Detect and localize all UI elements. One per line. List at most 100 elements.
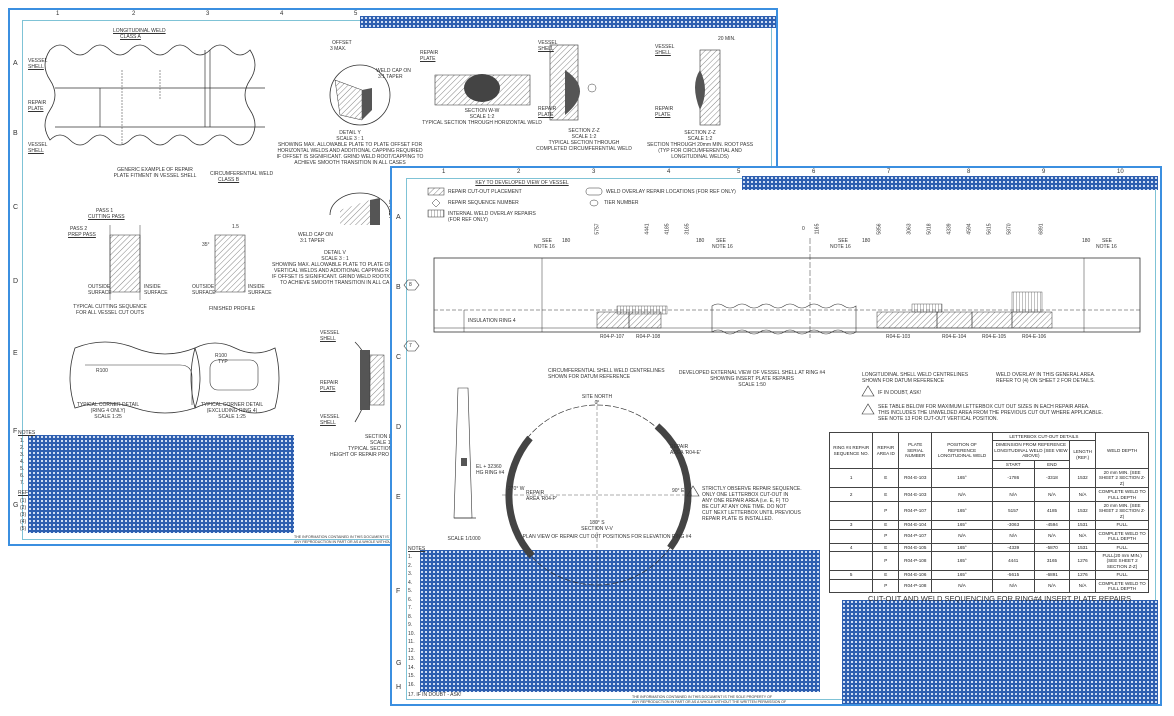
dim-label: 4339 <box>946 223 953 235</box>
caption-generic-2: PLATE FITMENT IN VESSEL SHELL <box>113 173 197 179</box>
note-strict-3: ANY ONE REPAIR AREA (i.e. E, F) TO <box>702 498 789 504</box>
see-note: NOTE 16 <box>712 244 733 250</box>
label-long-centrelines: LONGITUDINAL SHELL WELD CENTRELINES <box>862 372 969 378</box>
label-class-b: CLASS B <box>218 177 240 183</box>
table-cell-area: P <box>872 550 900 572</box>
note-number: 8. <box>408 613 413 620</box>
note-showing-3: IF OFFSET IS SIGNIFICANT. GRIND WELD ROO… <box>276 154 424 160</box>
label-outside: OUTSIDE <box>88 284 111 290</box>
table-cell-pos: 165° <box>931 570 993 580</box>
table-cell-area: E <box>872 542 900 552</box>
table-cell-start: -4339 <box>991 542 1035 552</box>
see-note: SEE <box>716 238 727 244</box>
warning-triangle-icon <box>861 385 875 397</box>
table-cell-depth: FULL <box>1095 520 1149 530</box>
table-cell-pos: 165° <box>931 468 993 489</box>
note-number: 1. <box>408 554 413 560</box>
confidentiality-note-2: ANY REPRODUCTION IN PART OR AS A WHOLE W… <box>294 540 443 544</box>
title-section-vv: SECTION V-V <box>581 526 613 532</box>
label-shell: SHELL <box>320 336 336 342</box>
vessel-shell-outline <box>44 44 256 146</box>
key-cutout-label: REPAIR CUT-OUT PLACEMENT <box>448 189 522 195</box>
see-note: NOTE 16 <box>1096 244 1117 250</box>
label-shell: SHELL <box>28 64 44 70</box>
label-pass-2: PASS 2 <box>70 226 88 232</box>
label-weld-overlay-area: WELD OVERLAY IN THIS GENERAL AREA. <box>996 372 1096 378</box>
label-weld-cap: WELD CAP ON <box>298 232 333 238</box>
table-cell-depth: FULL(20 mm MIN.) (SEE SHEET 2 SECTION Z-… <box>1095 550 1149 572</box>
label-repair-area-p: REPAIR <box>526 490 545 496</box>
table-cell-len: N/A <box>1069 487 1097 503</box>
title-detail-v: DETAIL V <box>324 250 346 256</box>
ref-item: (1) <box>20 498 27 504</box>
label-longitudinal-weld: LONGITUDINAL WELD <box>113 28 166 34</box>
desc-section-zz-2: COMPLETED CIRCUMFERENTIAL WELD <box>536 146 632 152</box>
th-serial: PLATE SERIAL NUMBER <box>898 431 933 470</box>
table-cell-depth: COMPLETE WELD TO FULL DEPTH <box>1095 578 1149 594</box>
note-number: 3. <box>408 571 413 577</box>
label-vessel: VESSEL <box>320 414 340 420</box>
label-0-deg: 0° <box>594 400 600 406</box>
label-270-deg: 270° W <box>508 486 525 492</box>
th-dimension: DIMENSION FROM REFERENCE LONGITUDINAL WE… <box>991 440 1071 461</box>
table-caption: CUT-OUT AND WELD SEQUENCING FOR RING#4 I… <box>868 594 1132 603</box>
label-site-north: SITE NORTH <box>581 394 613 400</box>
drawing-sheet-ring4-repairs: 1 2 3 4 5 6 7 8 9 10 A B C D E F G H <box>390 166 1162 706</box>
table-cell-start: 4441 <box>991 550 1035 572</box>
table-cell-pos: N/A <box>931 487 993 503</box>
note-v-4: TO ACHIEVE SMOOTH TRANSITION IN ALL CA <box>280 280 390 286</box>
table-cell-end: 4185 <box>1033 501 1071 522</box>
label-prep-pass: PREP PASS <box>68 232 96 238</box>
label-offset: OFFSET <box>332 40 352 46</box>
table-cell-pos: 165° <box>931 550 993 572</box>
dim-label: 4594 <box>966 223 973 235</box>
note-number: 10. <box>408 630 415 637</box>
table-cell-start: -1786 <box>991 468 1035 489</box>
dim-label: 3165 <box>684 223 691 235</box>
weld-overlay-area <box>711 303 857 335</box>
confidentiality-note-2: ANY REPRODUCTION IN PART OR AS A WHOLE W… <box>632 700 787 704</box>
th-letterbox: LETTERBOX CUT-OUT DETAILS <box>991 431 1097 442</box>
table-cell-end: -5870 <box>1033 542 1071 552</box>
note-v-3: IF OFFSET IS SIGNIFICANT. GRIND WELD ROO… <box>272 274 392 280</box>
subtitle-developed-view: SHOWING INSERT PLATE REPAIRS <box>710 376 794 382</box>
notes-title: NOTES <box>18 430 36 436</box>
warning-see-table-3: SEE NOTE 13 FOR CUT-OUT VERTICAL POSITIO… <box>878 416 998 422</box>
desc-section-l-2: HEIGHT OF REPAIR PRO <box>330 452 389 458</box>
table-cell-depth: FULL <box>1095 570 1149 580</box>
table-cell-len: 1276 <box>1069 550 1097 572</box>
ref-item: (2) <box>20 505 27 511</box>
note-17-if-in-doubt: 17. IF IN DOUBT - ASK! <box>408 692 462 698</box>
see-note: NOTE 16 <box>830 244 851 250</box>
table-cell-pos: N/A <box>931 578 993 594</box>
cutout-r04-e-104 <box>936 311 973 329</box>
scale-section-zz: SCALE 1:2 <box>571 134 597 140</box>
note-number: 7. <box>20 480 25 486</box>
title-plan-view: PLAN VIEW OF REPAIR CUT OUT POSITIONS FO… <box>522 534 692 540</box>
note-number: 15. <box>408 673 415 679</box>
table-cell-depth: COMPLETE WELD TO FULL DEPTH <box>1095 528 1149 544</box>
ref-item: (5) <box>20 526 27 532</box>
caption-corner-2b: (EXCLUDING RING 4) <box>206 408 258 414</box>
table-cell-area: P <box>872 578 900 594</box>
desc-section-zz: TYPICAL SECTION THROUGH <box>548 140 620 146</box>
th-seq: RING #4 REPAIR SEQUENCE NO. <box>828 431 874 470</box>
key-sequence-diamond <box>431 198 441 208</box>
table-cell-seq <box>828 501 874 522</box>
table-cell-serial: R04-P-108 <box>898 550 933 572</box>
label-plate: PLATE <box>420 56 436 62</box>
label-circ-weld: CIRCUMFERENTIAL WELD <box>210 171 274 177</box>
key-internal-label-2: (FOR REF ONLY) <box>448 217 488 223</box>
table-cell-end: N/A <box>1033 578 1071 594</box>
label-pass-1: PASS 1 <box>96 208 114 214</box>
label-shell: SHELL <box>655 50 671 56</box>
table-cell-end: -4594 <box>1033 520 1071 530</box>
dim-label: 5870 <box>1006 223 1013 235</box>
th-depth: WELD DEPTH <box>1095 431 1149 470</box>
dim-label: 3063 <box>906 223 913 235</box>
note-number: 12. <box>408 647 415 654</box>
table-cell-len: 1531 <box>1069 542 1097 552</box>
